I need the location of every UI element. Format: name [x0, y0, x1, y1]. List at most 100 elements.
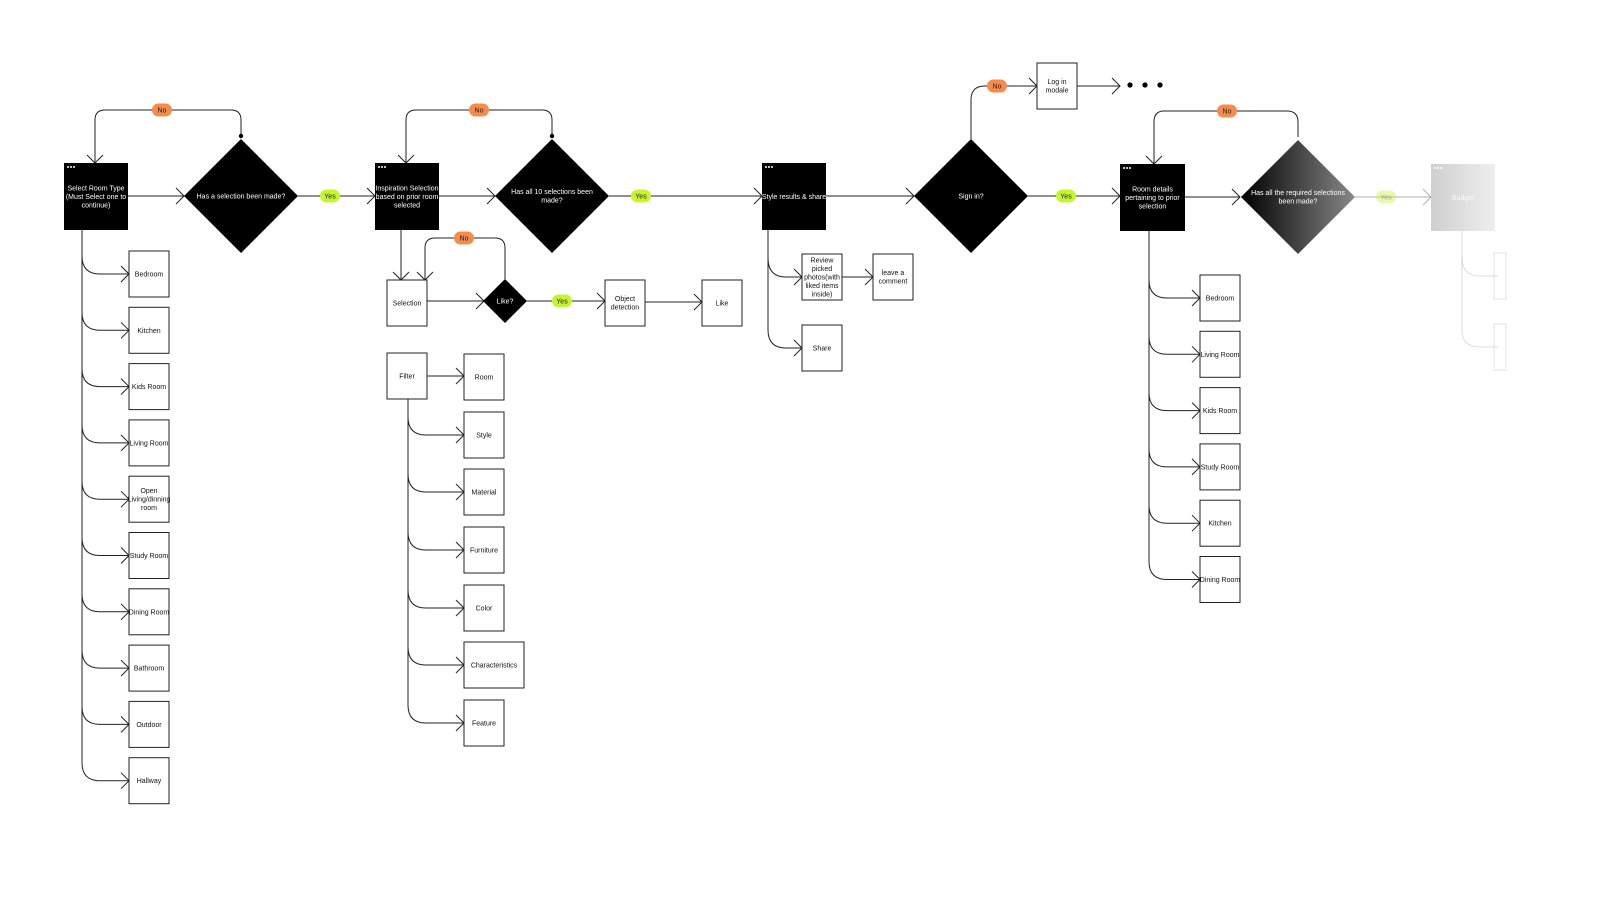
- connector-dot: [549, 133, 555, 139]
- connector-line: [970, 85, 1037, 139]
- style-results-screen-label: Style results & share: [762, 194, 826, 201]
- room-type-option[interactable]: Kids Room: [128, 363, 170, 411]
- room-type-option[interactable]: Outdoor: [128, 700, 170, 748]
- branch-line: [767, 257, 802, 278]
- branch-line: [1148, 336, 1200, 355]
- branch-line: [1461, 257, 1498, 277]
- room-type-option-label: Hallway: [137, 778, 162, 785]
- branch-line: [407, 416, 464, 436]
- filter-box[interactable]: Filter: [386, 352, 428, 400]
- arrowhead-icon: [1111, 77, 1121, 95]
- yes-badge: Yes: [552, 294, 572, 308]
- no-loop-line: [1153, 110, 1299, 164]
- connector-dot: [238, 133, 244, 139]
- filter-box-label: Filter: [399, 373, 415, 380]
- room-type-option[interactable]: Dining Room: [128, 588, 170, 636]
- room-type-option[interactable]: Bathroom: [128, 644, 170, 692]
- branch-line: [81, 537, 129, 556]
- no-badge-text: No: [158, 108, 167, 115]
- filter-option-label: Feature: [472, 720, 496, 727]
- branch-line: [767, 329, 802, 349]
- style-results-screen[interactable]: Style results & share: [762, 163, 826, 230]
- filter-option-label: Material: [472, 489, 497, 496]
- room-detail-option[interactable]: Study Room: [1199, 443, 1241, 491]
- budget-screen-label: Budget: [1452, 195, 1474, 202]
- filter-option[interactable]: Furniture: [463, 526, 505, 574]
- filter-option-label: Style: [476, 432, 492, 439]
- like-decision-label: Like?: [497, 298, 514, 305]
- room-type-option[interactable]: Hallway: [128, 757, 170, 805]
- no-badge: No: [987, 79, 1007, 93]
- no-badge: No: [469, 103, 489, 117]
- selection-made-decision[interactable]: Has a selection been made?: [184, 139, 298, 253]
- window-dots-icon: [1434, 167, 1442, 169]
- room-type-option-label: Bedroom: [135, 271, 164, 278]
- room-detail-option[interactable]: Kids Room: [1199, 387, 1241, 435]
- filter-option[interactable]: Feature: [463, 699, 505, 747]
- branch-line: [81, 255, 129, 275]
- share-box[interactable]: Share: [801, 324, 843, 372]
- room-type-option-label: Bathroom: [134, 666, 165, 673]
- room-detail-option-label: Study Room: [1201, 464, 1240, 471]
- no-badge: No: [454, 231, 474, 245]
- filter-option[interactable]: Material: [463, 468, 505, 516]
- branch-line: [81, 650, 129, 669]
- budget-option-box: [1493, 323, 1507, 371]
- like-box[interactable]: Like: [701, 279, 743, 327]
- filter-option[interactable]: Style: [463, 411, 505, 459]
- window-dots-icon: [67, 166, 75, 168]
- room-detail-option[interactable]: Kitchen: [1199, 499, 1241, 547]
- room-detail-option[interactable]: Bedroom: [1199, 274, 1241, 322]
- budget-screen[interactable]: Budget: [1431, 164, 1495, 231]
- filter-option-label: Color: [476, 605, 493, 612]
- room-type-option-label: Kids Room: [132, 384, 166, 391]
- filter-option-label: Room: [475, 374, 494, 381]
- filter-option[interactable]: Color: [463, 584, 505, 632]
- branch-line: [1148, 279, 1200, 299]
- filter-option[interactable]: Room: [463, 353, 505, 401]
- room-type-option[interactable]: Kitchen: [128, 306, 170, 354]
- branch-line: [81, 368, 129, 388]
- yes-badge-text: Yes: [556, 299, 568, 306]
- room-detail-option-label: Kitchen: [1208, 521, 1231, 528]
- no-badge-text: No: [475, 108, 484, 115]
- window-dots-icon: [1123, 167, 1131, 169]
- arrowhead-icon: [1231, 188, 1241, 206]
- no-badge: No: [1217, 104, 1237, 118]
- branch-line: [81, 312, 129, 331]
- no-badge-text: No: [460, 236, 469, 243]
- selection-box[interactable]: Selection: [386, 279, 428, 327]
- like-decision[interactable]: Like?: [483, 279, 527, 323]
- yes-badge: Yes: [1056, 189, 1076, 203]
- room-detail-option[interactable]: Dining Room: [1199, 556, 1241, 603]
- sign-in-decision[interactable]: Sign in?: [914, 139, 1028, 253]
- branch-line: [81, 706, 129, 725]
- room-detail-option[interactable]: Living Room: [1199, 330, 1241, 378]
- filter-option[interactable]: Characteristics: [463, 641, 525, 689]
- room-type-option-label: Dining Room: [129, 609, 170, 616]
- no-badge: No: [152, 103, 172, 117]
- window-dots-icon: [378, 166, 386, 168]
- sign-in-decision-label: Sign in?: [958, 193, 983, 200]
- room-type-option[interactable]: Living Room: [128, 419, 170, 467]
- branch-line: [407, 589, 464, 609]
- room-type-option[interactable]: Bedroom: [128, 250, 170, 298]
- room-type-option[interactable]: Study Room: [128, 532, 170, 579]
